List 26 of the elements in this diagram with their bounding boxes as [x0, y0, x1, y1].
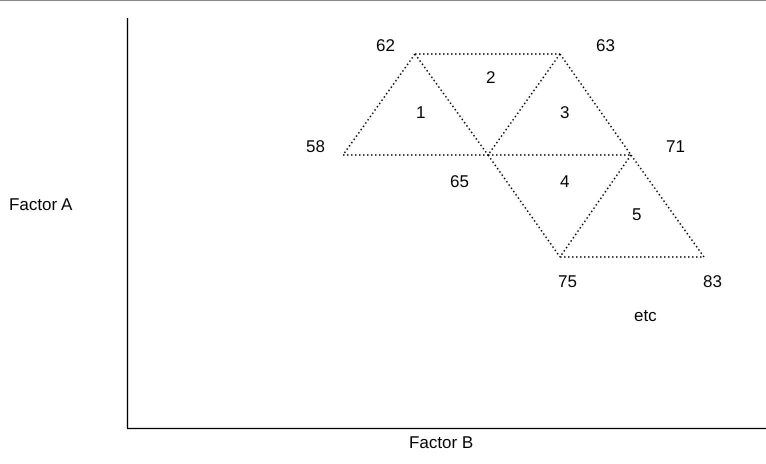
vertex-value: 63	[596, 36, 615, 56]
dotted-line	[415, 53, 560, 55]
vertex-value: 65	[450, 172, 469, 192]
vertex-value: 71	[666, 137, 685, 157]
region-number: 4	[560, 172, 570, 192]
dotted-line	[343, 154, 488, 156]
axis-title: Factor B	[409, 433, 474, 453]
dotted-line	[559, 54, 632, 156]
dotted-line	[414, 54, 489, 156]
dotted-line	[342, 54, 416, 156]
region-number: 5	[632, 205, 642, 225]
dotted-line	[487, 154, 561, 258]
dotted-line	[488, 154, 631, 156]
annotation-text: etc	[634, 306, 657, 326]
dotted-line	[630, 154, 705, 258]
vertex-value: 83	[703, 272, 722, 292]
dotted-line	[487, 54, 561, 156]
dotted-line	[560, 256, 704, 258]
vertex-value: 62	[376, 36, 395, 56]
region-number: 3	[560, 103, 570, 123]
region-number: 1	[416, 103, 426, 123]
vertex-value: 58	[306, 137, 325, 157]
region-number: 2	[486, 68, 496, 88]
dotted-line	[559, 154, 632, 258]
vertex-value: 75	[558, 272, 577, 292]
axis-title: Factor A	[9, 195, 72, 215]
